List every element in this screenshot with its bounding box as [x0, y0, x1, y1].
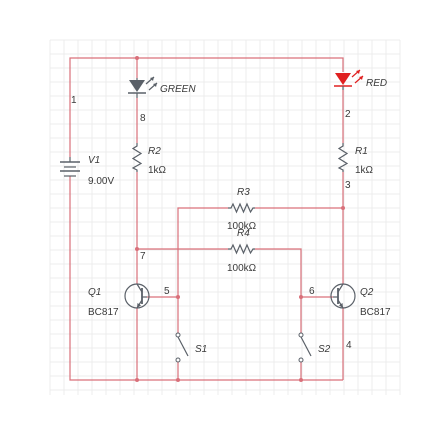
- node-label-6: 6: [309, 286, 315, 297]
- junction-node-7: [135, 247, 139, 251]
- junction-top: [135, 56, 139, 60]
- r4-value: 100kΩ: [227, 263, 257, 274]
- voltage-source-v1: [60, 157, 80, 177]
- resistor-r3: [228, 202, 255, 214]
- wire-r4-right: [255, 248, 302, 297]
- wire-top-rail: [69, 57, 344, 157]
- r2-name: R2: [148, 146, 161, 157]
- wire-r3-left: [177, 207, 228, 297]
- source-name: V1: [88, 155, 100, 166]
- junction-node-6: [299, 295, 303, 299]
- q1-name: Q1: [88, 287, 101, 298]
- node-label-1: 1: [71, 95, 77, 106]
- q2-model: BC817: [360, 307, 391, 318]
- switch-s1[interactable]: [175, 332, 189, 363]
- s1-name: S1: [195, 344, 207, 355]
- node-label-2: 2: [345, 109, 351, 120]
- s2-name: S2: [318, 344, 331, 355]
- node-label-7: 7: [140, 251, 146, 262]
- wires: [69, 57, 344, 381]
- q1-model: BC817: [88, 307, 119, 318]
- node-label-4: 4: [346, 340, 352, 351]
- junction-ground-s1: [176, 378, 180, 382]
- junction-ground-s2: [299, 378, 303, 382]
- led-green-label: GREEN: [160, 84, 196, 95]
- switch-s2[interactable]: [298, 332, 312, 363]
- r1-name: R1: [355, 146, 368, 157]
- node-label-8: 8: [140, 113, 146, 124]
- led-red-label: RED: [366, 78, 387, 89]
- junction-ground-q1: [135, 378, 139, 382]
- wire-bottom-rail: [69, 176, 343, 381]
- source-value: 9.00V: [88, 176, 114, 187]
- node-label-5: 5: [164, 286, 170, 297]
- q2-name: Q2: [360, 287, 374, 298]
- r4-name: R4: [237, 228, 250, 239]
- r3-name: R3: [237, 187, 250, 198]
- resistor-r1: [337, 143, 349, 172]
- r1-value: 1kΩ: [355, 165, 374, 176]
- junction-node-3: [341, 206, 345, 210]
- transistor-q2: [330, 283, 356, 309]
- resistor-r4: [228, 243, 255, 255]
- r3-value: 100kΩ: [227, 221, 257, 232]
- junctions: [135, 56, 345, 382]
- led-red: [334, 69, 364, 90]
- led-green: [128, 76, 158, 98]
- r2-value: 1kΩ: [148, 165, 167, 176]
- transistor-q1: [124, 283, 150, 309]
- node-label-3: 3: [345, 180, 351, 191]
- resistor-r2: [131, 143, 143, 172]
- junction-node-5: [176, 295, 180, 299]
